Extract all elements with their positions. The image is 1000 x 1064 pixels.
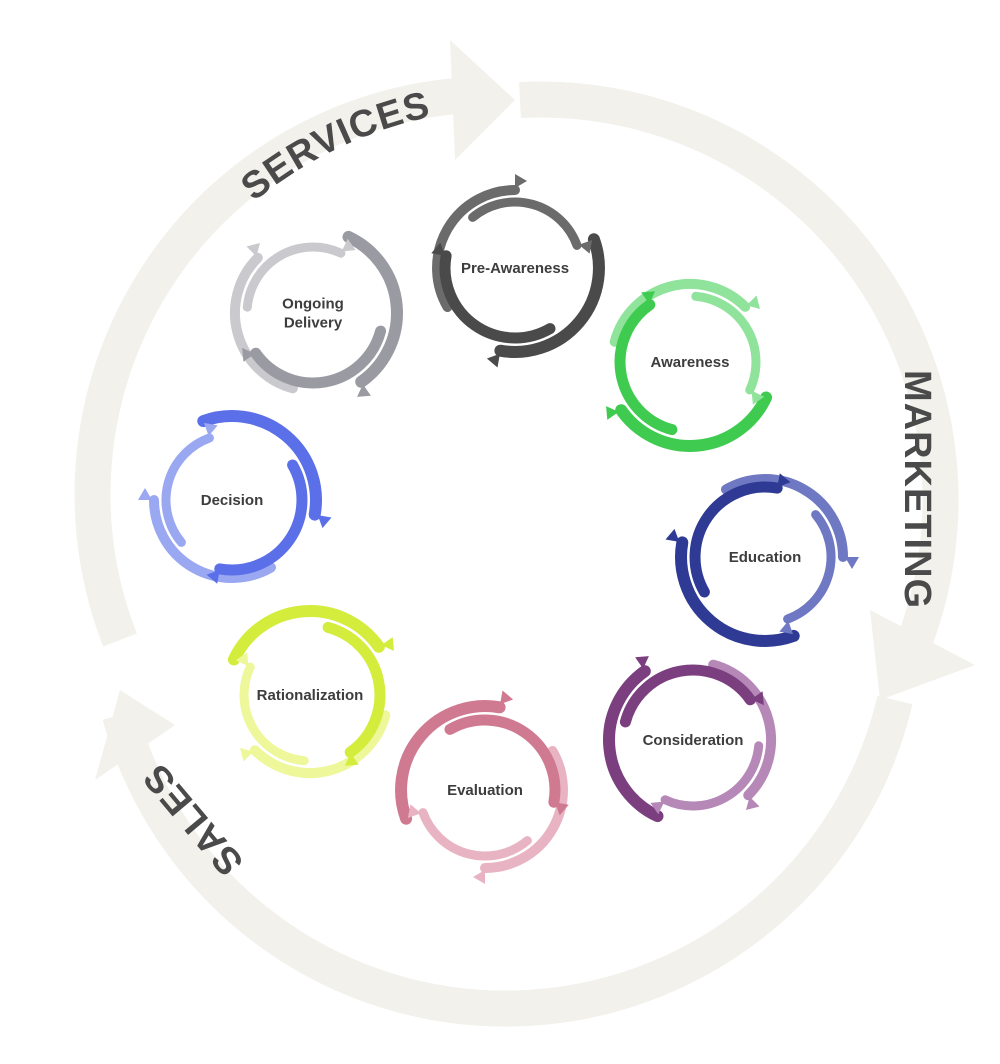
stage-rationalization: Rationalization (227, 605, 394, 778)
swirl-arm (197, 410, 322, 521)
swirl-arrowhead (515, 174, 527, 188)
swirl-arm (432, 185, 520, 312)
swirl-arrowhead (777, 473, 791, 488)
swirl-arrowhead (341, 238, 356, 252)
swirl-arrowhead (381, 637, 394, 651)
stage-decision: Decision (138, 410, 332, 584)
swirl-arm (675, 536, 800, 647)
marketing-arc-band (519, 81, 959, 647)
swirl-arm (689, 481, 783, 598)
services-arrowhead (450, 40, 515, 160)
stage-label-rationalization: Rationalization (257, 687, 364, 704)
swirl-arm (708, 659, 776, 801)
swirl-arrowhead (473, 870, 485, 884)
swirl-arm (783, 510, 836, 624)
swirl-arm (609, 279, 751, 347)
swirl-arm (444, 714, 561, 808)
stage-label-ongoing-delivery: Ongoing (282, 296, 344, 313)
sales-arc-band (102, 695, 913, 1027)
swirl-arrowhead (641, 291, 656, 304)
swirl-arm (161, 433, 214, 547)
stage-label-decision: Decision (201, 492, 264, 509)
stage-label-awareness: Awareness (651, 354, 730, 371)
swirl-arrowhead (746, 295, 760, 309)
swirl-arrowhead (635, 656, 649, 669)
stage-awareness: Awareness (606, 279, 773, 452)
swirl-arm (468, 197, 582, 250)
marketing-arrowhead (870, 610, 975, 700)
swirl-arrowhead (240, 748, 254, 762)
swirl-arrowhead (751, 691, 764, 706)
swirl-arrowhead (845, 557, 859, 569)
swirl-arrowhead (344, 753, 359, 766)
swirl-arrowhead (746, 796, 760, 810)
swirl-arm (149, 495, 276, 583)
stage-label-consideration: Consideration (643, 732, 744, 749)
swirl-arrowhead (357, 384, 371, 397)
swirl-arm (249, 710, 391, 778)
marketing-label: MARKETING (896, 370, 938, 609)
sales-arrowhead (95, 690, 175, 780)
swirl-arm (619, 664, 756, 728)
stage-swirls: Pre-AwarenessAwarenessEducationConsidera… (138, 174, 859, 884)
swirl-arrowhead (235, 652, 249, 667)
stage-consideration: Consideration (603, 656, 776, 823)
swirl-arm (230, 252, 298, 394)
outer-cycle-ring (74, 40, 975, 1027)
stage-pre-awareness: Pre-Awareness (431, 174, 605, 368)
stage-label-pre-awareness: Pre-Awareness (461, 260, 569, 277)
swirl-arrowhead (317, 515, 332, 529)
swirl-arrowhead (431, 242, 446, 256)
swirl-arm (214, 459, 308, 576)
swirl-arrowhead (407, 804, 422, 818)
stage-label-education: Education (729, 549, 802, 566)
swirl-arrowhead (779, 620, 793, 635)
swirl-arm (439, 250, 556, 344)
stage-education: Education (665, 473, 859, 647)
swirl-arrowhead (606, 406, 619, 420)
swirl-arrowhead (486, 353, 500, 368)
swirl-arrowhead (246, 243, 260, 257)
swirl-arrowhead (665, 528, 680, 542)
swirl-arrowhead (242, 347, 255, 362)
stage-evaluation: Evaluation (395, 690, 569, 884)
swirl-arm (660, 741, 764, 811)
swirl-arrowhead (500, 690, 514, 705)
swirl-arrowhead (650, 801, 665, 815)
swirl-arm (342, 230, 403, 388)
swirl-arm (615, 391, 773, 452)
swirl-arm (242, 242, 346, 312)
swirl-arrowhead (138, 488, 152, 500)
swirl-arm (721, 474, 848, 562)
swirl-arm (418, 808, 532, 861)
stage-label-ongoing-delivery: Delivery (284, 315, 343, 332)
swirl-arm (322, 621, 386, 758)
swirl-arm (614, 299, 678, 436)
swirl-arm (603, 665, 664, 823)
swirl-arrowhead (554, 802, 569, 816)
swirl-arrowhead (751, 390, 765, 405)
swirl-arrowhead (206, 569, 220, 584)
services-arc-band (74, 77, 472, 647)
swirl-arm (239, 662, 309, 766)
swirl-arm (227, 605, 385, 666)
swirl-arrowhead (578, 240, 593, 254)
swirl-arm (494, 233, 605, 358)
swirl-arm (480, 746, 568, 873)
swirl-arm (395, 700, 506, 825)
swirl-arm (250, 325, 387, 389)
swirl-arm (691, 291, 761, 395)
swirl-arrowhead (204, 422, 218, 437)
stage-label-evaluation: Evaluation (447, 782, 523, 799)
